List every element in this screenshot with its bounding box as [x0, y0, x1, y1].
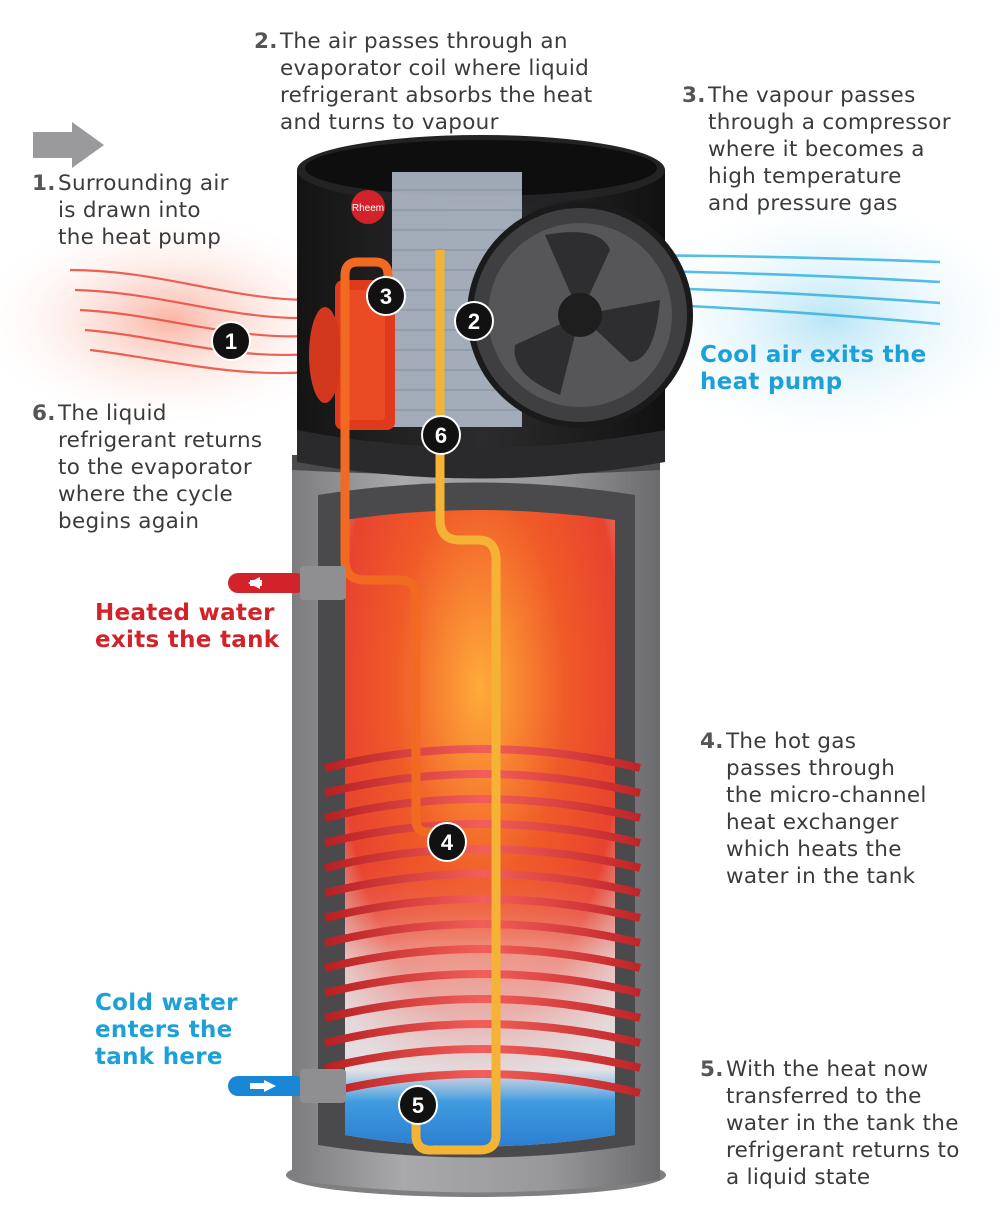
- svg-text:3: 3: [380, 284, 392, 309]
- step-2-label: 2. The air passes through an evaporator …: [254, 28, 592, 136]
- warm-air-streams: [69, 268, 311, 375]
- step-3-text: The vapour passes through a compressor w…: [708, 83, 951, 216]
- heat-exchanger: [324, 745, 641, 1097]
- marker-5: 5: [398, 1085, 438, 1125]
- marker-1: 1: [211, 321, 251, 361]
- step-4-label: 4. The hot gas passes through the micro-…: [700, 728, 927, 890]
- brand-logo: [351, 190, 385, 224]
- cool-air-callout: Cool air exits the heat pump: [700, 342, 927, 395]
- refrigerant-hot-pipe: [340, 257, 440, 837]
- refrigerant-liquid-pipe: [411, 250, 501, 1155]
- step-5-number: 5.: [700, 1057, 724, 1082]
- marker-3: 3: [366, 276, 406, 316]
- step-1-number: 1.: [32, 171, 56, 196]
- step-5-label: 5. With the heat now transferred to the …: [700, 1056, 960, 1191]
- svg-text:1: 1: [225, 329, 237, 354]
- step-4-number: 4.: [700, 729, 724, 754]
- heat-pump-case: Rheem: [297, 135, 693, 479]
- step-6-text: The liquid refrigerant returns to the ev…: [58, 401, 263, 534]
- step-1-text: Surrounding air is drawn into the heat p…: [58, 171, 229, 250]
- svg-text:4: 4: [441, 830, 454, 855]
- step-4-text: The hot gas passes through the micro-cha…: [726, 729, 927, 889]
- svg-text:2: 2: [468, 309, 480, 334]
- step-6-number: 6.: [32, 401, 56, 426]
- arrow-right-icon: [33, 122, 104, 168]
- hot-water-pipe: [228, 566, 346, 600]
- step-2-text: The air passes through an evaporator coi…: [280, 29, 593, 135]
- step-3-number: 3.: [682, 83, 706, 108]
- marker-4: 4: [427, 822, 467, 862]
- compressor-icon: [309, 280, 395, 430]
- step-2-number: 2.: [254, 29, 278, 54]
- fan-icon: [467, 202, 693, 428]
- step-6-label: 6. The liquid refrigerant returns to the…: [32, 400, 262, 535]
- step-5-text: With the heat now transferred to the wat…: [726, 1057, 960, 1190]
- step-1-label: 1. Surrounding air is drawn into the hea…: [32, 170, 229, 251]
- marker-2: 2: [454, 301, 494, 341]
- svg-text:5: 5: [412, 1093, 424, 1118]
- step-3-label: 3. The vapour passes through a compresso…: [682, 82, 951, 217]
- cold-water-pipe: [228, 1069, 346, 1103]
- brand-logo-text: Rheem: [352, 203, 384, 214]
- heated-water-callout: Heated water exits the tank: [95, 600, 280, 653]
- cold-water-callout: Cold water enters the tank here: [95, 990, 238, 1070]
- marker-6: 6: [421, 415, 461, 455]
- svg-text:6: 6: [435, 423, 447, 448]
